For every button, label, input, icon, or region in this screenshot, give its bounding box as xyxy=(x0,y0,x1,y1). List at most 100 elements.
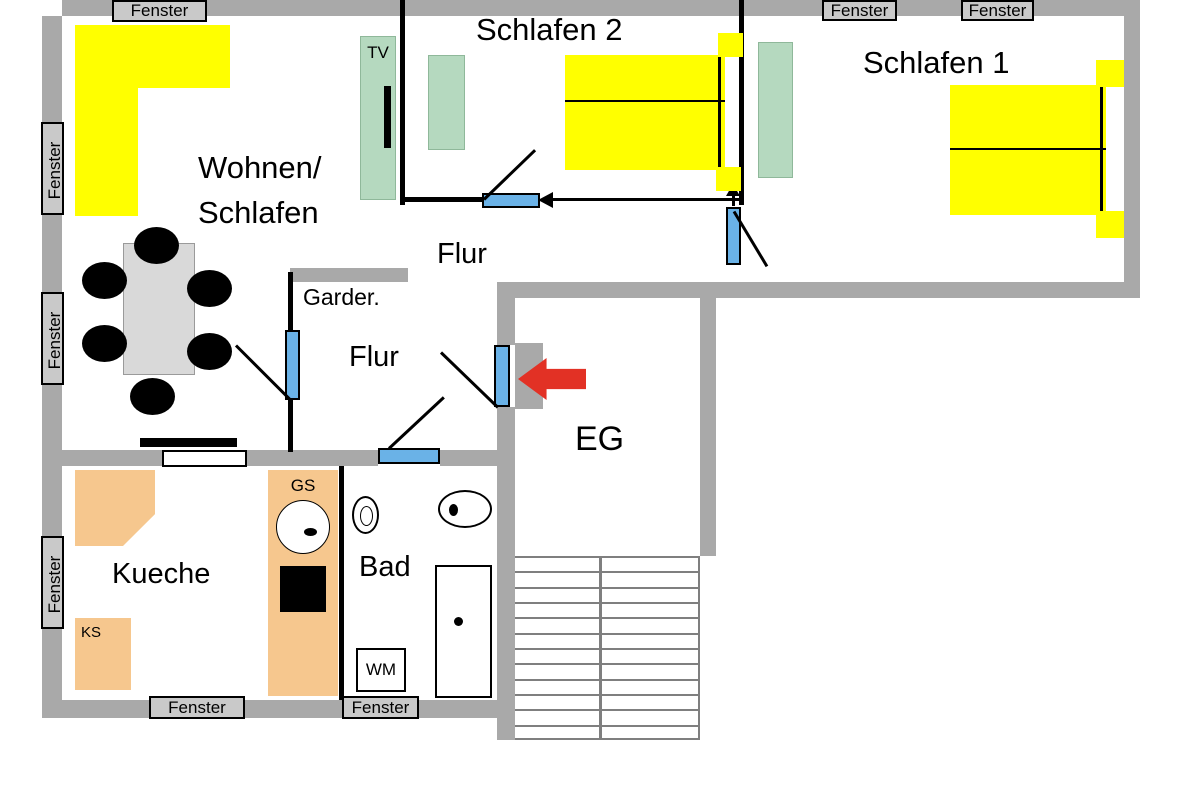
nightstand-schlafen2-bottom xyxy=(716,167,741,191)
room-label-flur-lower: Flur xyxy=(349,341,399,373)
room-label-eg: EG xyxy=(575,420,625,458)
stair-step xyxy=(515,556,700,558)
door-swing-wohnen xyxy=(234,344,291,401)
dining-chair xyxy=(134,227,179,264)
window-label: Fenster xyxy=(351,697,410,717)
wall-stairhall-left xyxy=(700,298,716,556)
door-direction-line xyxy=(552,198,739,201)
wall-kueche-bad-divider xyxy=(339,466,344,700)
fridge: KS xyxy=(75,618,131,690)
window-label: Fenster xyxy=(830,0,889,20)
wall-schlafen2-right xyxy=(739,0,744,205)
dining-table xyxy=(123,243,195,375)
hob-knob xyxy=(304,528,317,536)
kitchen-counter-corner xyxy=(75,470,155,546)
window-bottom-bad: Fenster xyxy=(342,696,419,719)
window-bottom-left: Fenster xyxy=(149,696,245,719)
wall-entrance-lower xyxy=(497,407,515,740)
room-label-garderobe: Garder. xyxy=(303,284,380,310)
window-left-3: Fenster xyxy=(41,536,64,629)
kitchen-tall-counter: GS xyxy=(268,470,338,696)
sink-basin xyxy=(360,506,373,526)
window-label: Fenster xyxy=(44,311,64,370)
bed-schlafen2-headboard xyxy=(718,55,721,170)
fridge-label: KS xyxy=(81,624,102,641)
wall-flur-bottom xyxy=(497,282,1140,298)
stairs xyxy=(515,556,700,740)
sofa-top xyxy=(75,25,230,88)
nightstand-schlafen1-bottom xyxy=(1096,211,1124,238)
wall-wohnen-divider-upper xyxy=(288,272,293,332)
window-label: Fenster xyxy=(44,141,64,200)
wall-schlafen2-left xyxy=(400,0,405,205)
kitchen-hatch-bar xyxy=(140,438,237,447)
door-bad xyxy=(378,448,440,464)
dining-chair xyxy=(82,325,127,362)
stair-step xyxy=(515,709,700,711)
room-label-kueche: Kueche xyxy=(112,558,211,590)
window-label: Fenster xyxy=(130,1,189,20)
wall-wohnen-divider-lower xyxy=(288,400,293,452)
bathtub-drain xyxy=(454,617,463,626)
stair-edge xyxy=(698,556,700,740)
room-label-flur-top: Flur xyxy=(437,238,487,270)
bed-schlafen1-headboard xyxy=(1100,85,1103,215)
nightstand-schlafen2-top xyxy=(718,33,743,57)
sofa-left xyxy=(75,88,138,216)
stair-step xyxy=(515,587,700,589)
door-direction-line-vertical xyxy=(732,192,735,206)
door-entrance xyxy=(494,345,510,407)
room-label-wohnen-line2: Schlafen xyxy=(198,194,319,230)
window-top-right-2: Fenster xyxy=(961,0,1034,21)
room-label-schlafen1: Schlafen 1 xyxy=(863,45,1010,80)
wall-bottom xyxy=(42,700,515,718)
bed-schlafen1-divider xyxy=(950,148,1106,150)
toilet-flush xyxy=(449,504,458,516)
wall-schlafen2-bottom xyxy=(400,197,482,202)
dishwasher-label: GS xyxy=(290,476,316,495)
hob-circle xyxy=(276,500,330,554)
tv-label: TV xyxy=(367,43,389,62)
room-label-wohnen-line1: Wohnen/ xyxy=(198,150,322,185)
window-top-right-1: Fenster xyxy=(822,0,897,21)
washing-machine-label: WM xyxy=(365,660,397,679)
door-wohnen xyxy=(285,330,300,400)
door-swing-bad xyxy=(387,396,445,450)
stair-divider xyxy=(599,556,602,740)
dining-chair xyxy=(187,270,232,307)
door-schlafen1 xyxy=(726,207,741,265)
sink xyxy=(352,496,379,534)
stair-step xyxy=(515,602,700,604)
stair-step xyxy=(515,663,700,665)
room-label-schlafen2: Schlafen 2 xyxy=(476,12,623,47)
door-schlafen2 xyxy=(482,193,540,208)
bed-schlafen2 xyxy=(565,55,725,170)
stair-step xyxy=(515,694,700,696)
wall-garderobe-top xyxy=(290,268,408,282)
wardrobe-schlafen2 xyxy=(428,55,465,150)
window-left-2: Fenster xyxy=(41,292,64,385)
window-left-1: Fenster xyxy=(41,122,64,215)
wardrobe-schlafen1 xyxy=(758,42,793,178)
dining-chair xyxy=(187,333,232,370)
bed-schlafen1 xyxy=(950,85,1106,215)
stair-step xyxy=(515,633,700,635)
stair-step xyxy=(515,617,700,619)
nightstand-schlafen1-top xyxy=(1096,60,1124,87)
kitchen-hatch xyxy=(162,450,247,467)
stair-step xyxy=(515,725,700,727)
stair-step xyxy=(515,648,700,650)
stair-step xyxy=(515,679,700,681)
door-swing-entrance xyxy=(439,351,499,409)
window-top-left: Fenster xyxy=(112,0,207,22)
tv-screen xyxy=(384,86,391,148)
stair-step xyxy=(515,571,700,573)
window-label: Fenster xyxy=(968,0,1027,20)
room-label-wohnen-schlafen: Wohnen/ Schlafen xyxy=(198,146,322,236)
wall-kitchen-top-right xyxy=(440,450,497,466)
window-label: Fenster xyxy=(168,697,226,717)
wall-entrance-upper xyxy=(497,298,515,345)
bed-schlafen2-divider xyxy=(565,100,725,102)
dining-chair xyxy=(82,262,127,299)
wall-right xyxy=(1124,0,1140,298)
